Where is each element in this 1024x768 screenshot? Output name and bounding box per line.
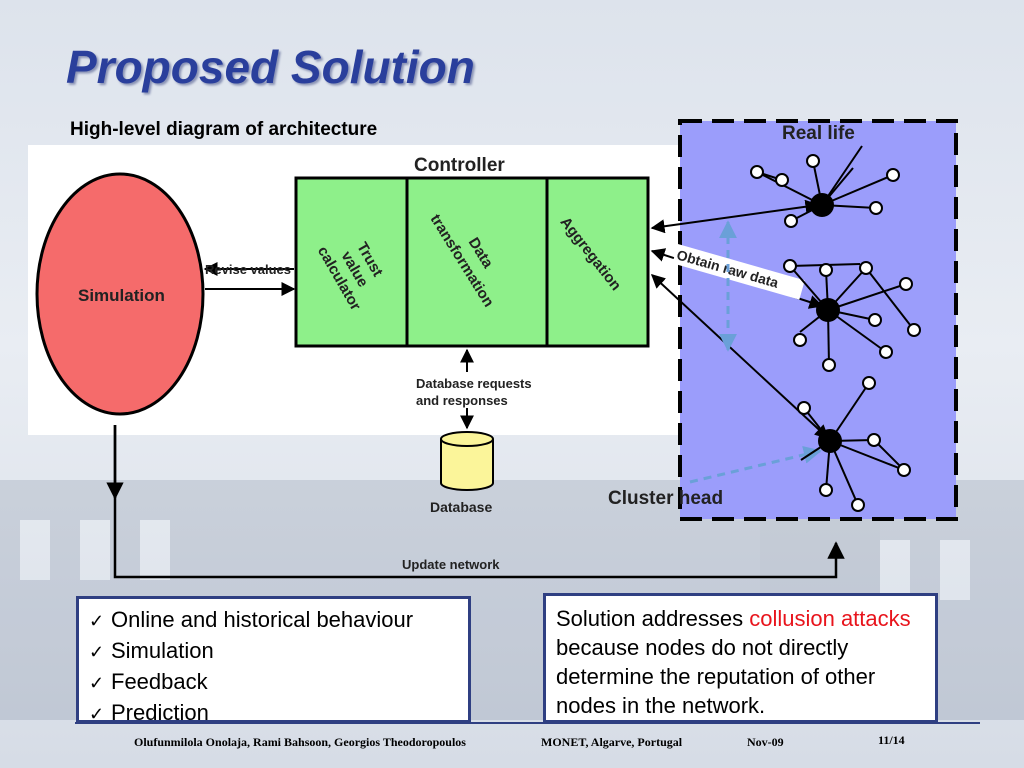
solution-text: Solution addresses collusion attacks bec… — [556, 606, 911, 718]
footer-authors: Olufunmilola Onolaja, Rami Bahsoon, Geor… — [134, 735, 466, 749]
footer-venue: MONET, Algarve, Portugal — [541, 735, 683, 749]
checkmark-icon: ✓ — [89, 704, 105, 724]
cluster-head-label: Cluster head — [608, 488, 723, 509]
controller-box — [294, 176, 650, 348]
cluster-2 — [783, 259, 921, 372]
features-box: ✓Online and historical behaviour ✓Simula… — [76, 596, 471, 725]
list-item: ✓Feedback — [89, 667, 458, 698]
controller-label: Controller — [414, 155, 505, 176]
solution-box: Solution addresses collusion attacks bec… — [543, 593, 938, 723]
page-title: Proposed Solution — [66, 41, 475, 93]
cluster-1 — [750, 145, 900, 228]
checkmark-icon: ✓ — [89, 611, 105, 631]
features-list: ✓Online and historical behaviour ✓Simula… — [89, 605, 458, 729]
diagram-subtitle: High-level diagram of architecture — [70, 119, 378, 140]
collusion-attacks-highlight: collusion attacks — [749, 606, 911, 631]
db-requests-label: Database requests — [416, 376, 532, 391]
checkmark-icon: ✓ — [89, 673, 105, 693]
database-icon — [440, 431, 494, 491]
simulation-node — [35, 172, 205, 416]
architecture-diagram: Real life Simulation Controller Trust va… — [35, 119, 958, 579]
db-responses-label: and responses — [416, 393, 508, 408]
footer-date: Nov-09 — [747, 735, 784, 749]
database-label: Database — [430, 499, 492, 515]
checkmark-icon: ✓ — [89, 642, 105, 662]
list-item: ✓Simulation — [89, 636, 458, 667]
revise-values-label: Revise values — [205, 262, 291, 277]
update-network-arrow — [113, 425, 845, 579]
list-item: ✓Online and historical behaviour — [89, 605, 458, 636]
cluster-3 — [797, 376, 911, 512]
simulation-label: Simulation — [78, 286, 165, 305]
footer-divider — [75, 722, 980, 724]
update-network-label: Update network — [402, 557, 500, 572]
footer-page-number: 11/14 — [878, 733, 905, 747]
real-life-label: Real life — [782, 123, 855, 144]
list-item: ✓Prediction — [89, 698, 458, 729]
